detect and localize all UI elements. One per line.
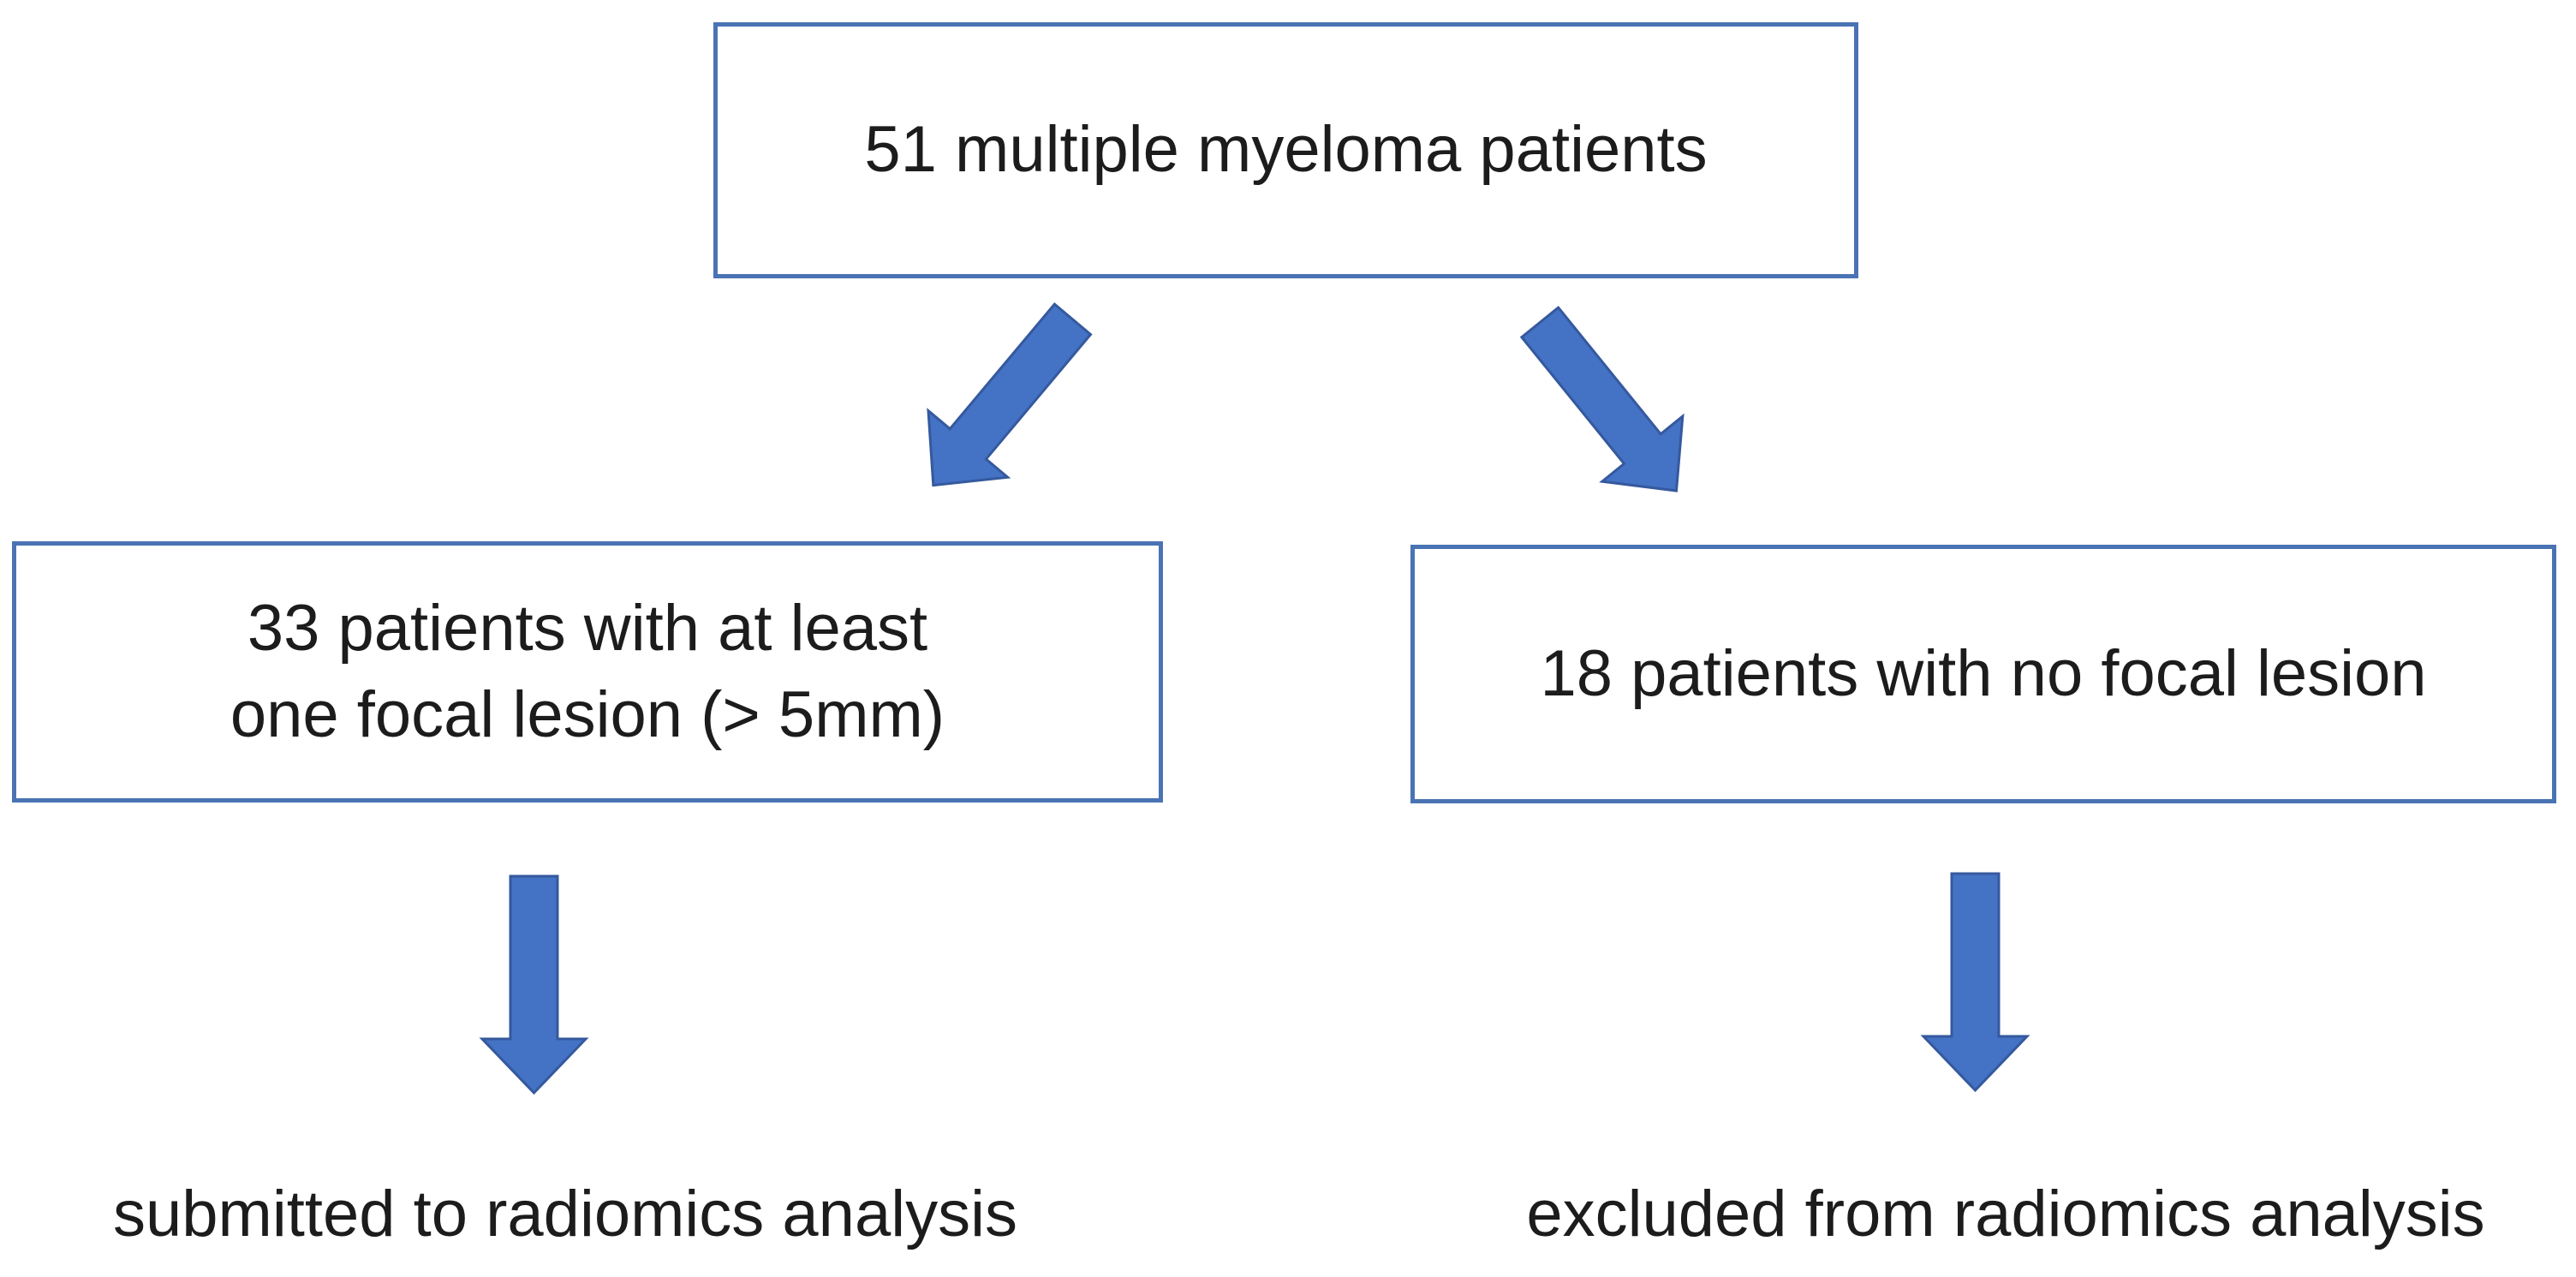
- node-total-patients-label: 51 multiple myeloma patients: [864, 113, 1708, 187]
- node-label-line-1: 33 patients with at least: [247, 592, 928, 665]
- node-total-patients: 51 multiple myeloma patients: [713, 22, 1858, 278]
- node-no-focal-lesion-patients-label: 18 patients with no focal lesion: [1540, 636, 2427, 710]
- arrow-down-left-icon: [891, 285, 1114, 522]
- outcome-submitted-label: submitted to radiomics analysis: [113, 1178, 1017, 1250]
- node-label-line-2: one focal lesion (> 5mm): [230, 677, 945, 751]
- outcome-excluded-label: excluded from radiomics analysis: [1526, 1178, 2485, 1250]
- arrow-down-icon: [1920, 872, 2030, 1093]
- arrow-down-right-icon: [1499, 289, 1720, 526]
- node-focal-lesion-patients-label: 33 patients with at least one focal lesi…: [230, 586, 945, 758]
- node-focal-lesion-patients: 33 patients with at least one focal lesi…: [12, 541, 1163, 803]
- arrow-down-icon: [479, 874, 589, 1095]
- node-no-focal-lesion-patients: 18 patients with no focal lesion: [1410, 545, 2556, 803]
